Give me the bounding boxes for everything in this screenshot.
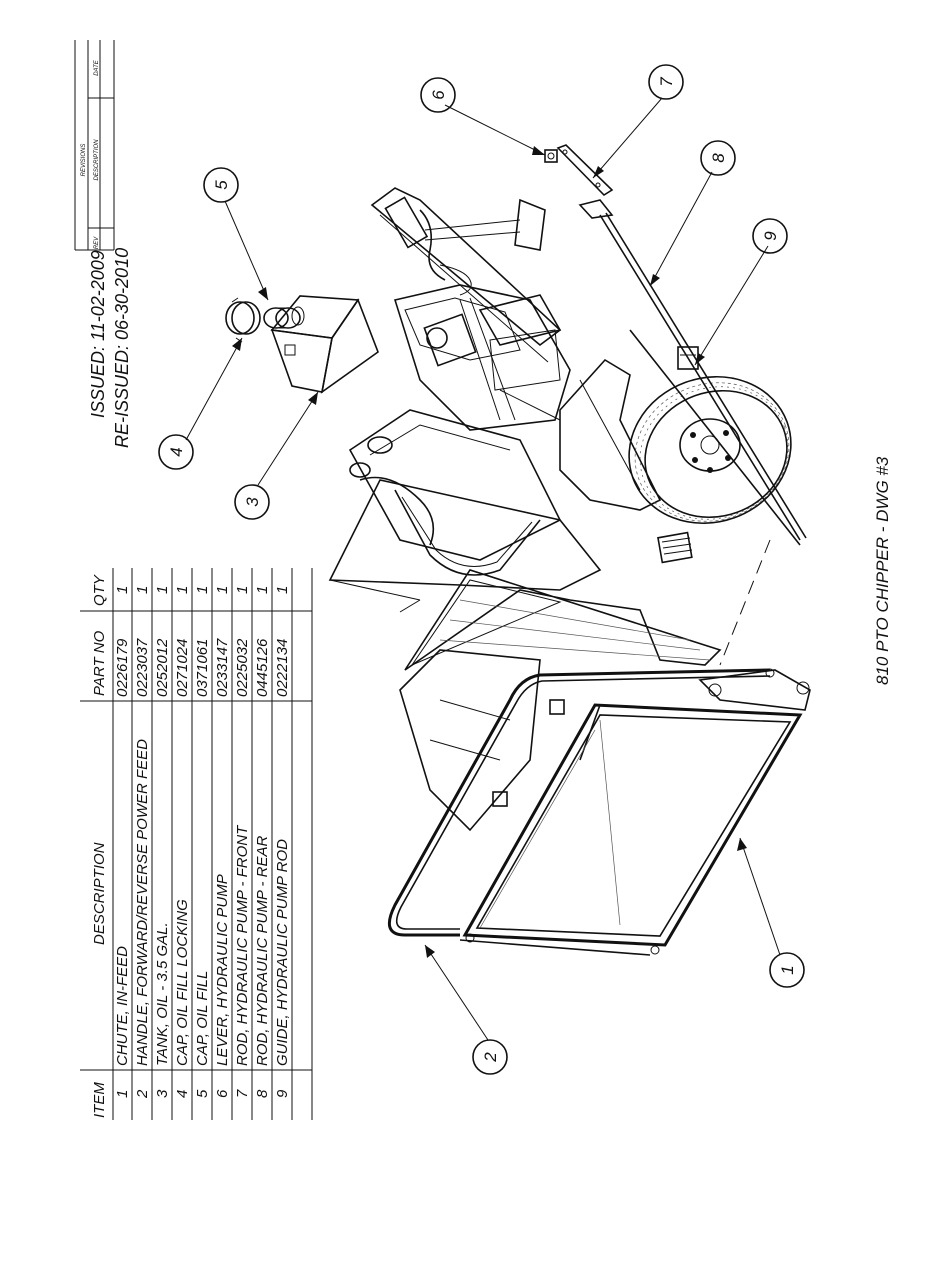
- hydraulic-pump-lever: [544, 149, 558, 163]
- row-part-no: 0252012: [154, 638, 171, 697]
- header-qty: QTY: [91, 574, 108, 606]
- rod-path-line: [719, 539, 771, 666]
- row-part-no: 0271024: [174, 639, 191, 697]
- row-item: 7: [234, 1089, 251, 1098]
- row-qty: 1: [234, 586, 251, 594]
- revisions-date-label: DATE: [94, 59, 100, 76]
- hydraulic-pump-rod-front: [556, 144, 614, 197]
- row-item: 2: [134, 1089, 151, 1099]
- row-part-no: 0225032: [234, 638, 251, 697]
- lower-body: [399, 649, 565, 832]
- row-part-no: 0223037: [134, 638, 151, 697]
- row-part-no: 0371061: [194, 639, 211, 697]
- header-item: ITEM: [91, 1082, 108, 1118]
- callout-number: 1: [778, 965, 797, 974]
- chipper-illustration: [225, 144, 811, 956]
- reissued-date: RE-ISSUED: 06-30-2010: [112, 248, 132, 448]
- row-part-no: 0226179: [114, 638, 131, 697]
- callout-5: 5: [203, 167, 239, 203]
- callout-number: 2: [481, 1052, 500, 1063]
- hydraulic-pump-rod-rear: [578, 199, 807, 541]
- callout-4: 4: [158, 434, 194, 470]
- revisions-rev-label: REV: [94, 236, 100, 249]
- callout-leaders: [185, 97, 781, 1041]
- revisions-block: REVISIONS REV DESCRIPTION DATE: [74, 40, 115, 251]
- row-part-no: 0233147: [214, 638, 231, 697]
- drawing-title: 810 PTO CHIPPER - DWG #3: [873, 456, 892, 685]
- callout-9: 9: [752, 218, 788, 254]
- row-qty: 1: [114, 586, 131, 594]
- oil-fill-cap: [263, 306, 305, 329]
- wheel: [628, 375, 792, 525]
- row-qty: 1: [194, 586, 211, 594]
- row-description: LEVER, HYDRAULIC PUMP: [214, 874, 231, 1066]
- row-description: TANK, OIL - 3.5 GAL.: [154, 922, 171, 1066]
- row-item: 6: [214, 1089, 231, 1098]
- callout-number: 8: [709, 153, 728, 163]
- parts-table: ITEM DESCRIPTION PART NO QTY 1 CHUTE, IN…: [80, 568, 313, 1120]
- table-row: 7 ROD, HYDRAULIC PUMP - FRONT 0225032 1: [234, 586, 251, 1098]
- row-description: ROD, HYDRAULIC PUMP - REAR: [254, 836, 271, 1066]
- callout-2: 2: [472, 1039, 508, 1075]
- revisions-description-label: DESCRIPTION: [94, 139, 100, 181]
- row-item: 9: [274, 1089, 291, 1098]
- table-row: 2 HANDLE, FORWARD/REVERSE POWER FEED 022…: [134, 586, 151, 1099]
- row-part-no: 0222134: [274, 639, 291, 697]
- oil-tank: [270, 295, 379, 394]
- row-part-no: 0445126: [254, 638, 271, 697]
- issued-date: ISSUED: 11-02-2009: [88, 250, 108, 418]
- in-feed-chute: [459, 669, 811, 956]
- row-item: 3: [154, 1089, 171, 1098]
- table-row: 4 CAP, OIL FILL LOCKING 0271024 1: [174, 586, 191, 1098]
- row-qty: 1: [174, 586, 191, 594]
- callout-6: 6: [420, 77, 456, 113]
- feed-opening: [328, 479, 602, 613]
- hitch-frame: [370, 187, 562, 363]
- row-item: 4: [174, 1090, 191, 1098]
- callout-number: 5: [212, 180, 231, 190]
- row-description: CAP, OIL FILL LOCKING: [174, 899, 191, 1066]
- callout-8: 8: [700, 140, 736, 176]
- row-item: 5: [194, 1089, 211, 1098]
- table-row: 3 TANK, OIL - 3.5 GAL. 0252012 1: [154, 586, 171, 1098]
- row-qty: 1: [154, 586, 171, 594]
- callout-number: 7: [657, 77, 676, 87]
- row-qty: 1: [254, 586, 271, 594]
- table-row: 6 LEVER, HYDRAULIC PUMP 0233147 1: [214, 586, 231, 1098]
- main-housing: [393, 284, 571, 431]
- axle-bar: [629, 329, 801, 546]
- power-feed-handle: [387, 668, 775, 937]
- callout-number: 4: [167, 447, 186, 456]
- callout-1: 1: [769, 952, 805, 988]
- row-qty: 1: [274, 586, 291, 594]
- row-description: CAP, OIL FILL: [194, 971, 211, 1066]
- row-description: GUIDE, HYDRAULIC PUMP ROD: [274, 839, 291, 1066]
- row-item: 1: [114, 1090, 131, 1098]
- table-row: 5 CAP, OIL FILL 0371061 1: [194, 586, 211, 1098]
- row-description: CHUTE, IN-FEED: [114, 946, 131, 1066]
- oil-fill-locking-cap: [225, 297, 261, 343]
- row-qty: 1: [214, 586, 231, 594]
- discharge-plate: [559, 358, 662, 511]
- header-description: DESCRIPTION: [91, 842, 108, 945]
- row-description: HANDLE, FORWARD/REVERSE POWER FEED: [134, 739, 151, 1066]
- side-body: [348, 409, 562, 561]
- row-qty: 1: [134, 586, 151, 594]
- header-part-no: PART NO: [91, 630, 108, 696]
- row-description: ROD, HYDRAULIC PUMP - FRONT: [234, 824, 251, 1066]
- table-row: 1 CHUTE, IN-FEED 0226179 1: [114, 586, 131, 1098]
- callout-number: 3: [243, 497, 262, 507]
- row-item: 8: [254, 1089, 271, 1098]
- callout-number: 9: [761, 231, 780, 241]
- rear-panel: [404, 531, 722, 671]
- callout-7: 7: [648, 64, 684, 100]
- revisions-title: REVISIONS: [81, 144, 87, 177]
- table-row: 8 ROD, HYDRAULIC PUMP - REAR 0445126 1: [254, 586, 271, 1098]
- callout-3: 3: [234, 484, 270, 520]
- table-row: 9 GUIDE, HYDRAULIC PUMP ROD 0222134 1: [274, 586, 291, 1098]
- callout-number: 6: [429, 90, 448, 100]
